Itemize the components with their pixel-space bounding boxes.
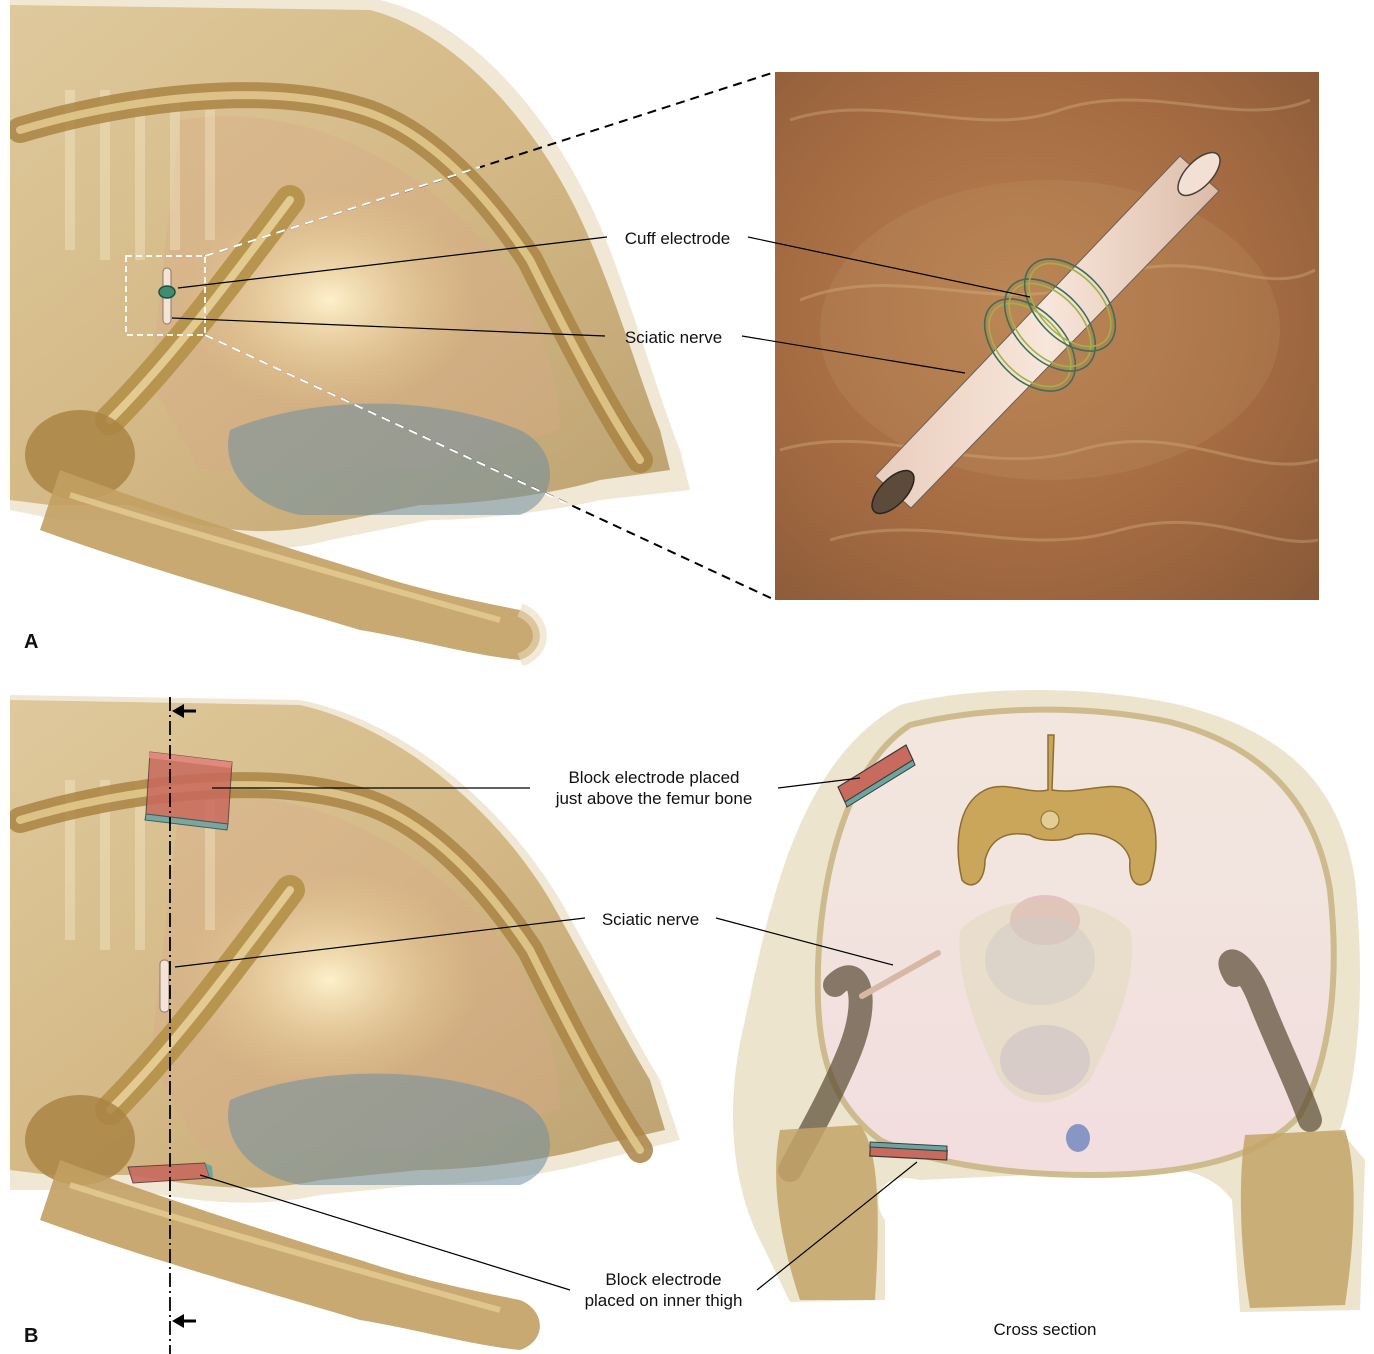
block-electrode-femur-model: [145, 752, 232, 830]
label-block-electrode-thigh: Block electrode placed on inner thigh: [570, 1269, 757, 1311]
panel-letter-a: A: [24, 631, 38, 654]
panel-letter-b: B: [24, 1325, 38, 1348]
label-cross-section: Cross section: [970, 1319, 1120, 1340]
panel-a-body-render: [10, 0, 690, 660]
label-block-thigh-line2: placed on inner thigh: [570, 1290, 757, 1311]
label-sciatic-nerve-a: Sciatic nerve: [605, 327, 742, 348]
label-block-thigh-line1: Block electrode: [570, 1269, 757, 1290]
label-block-femur-line1: Block electrode placed: [520, 767, 788, 788]
cross-section-render: [733, 690, 1365, 1312]
label-block-femur-line2: just above the femur bone: [520, 788, 788, 809]
cuff-electrode-model: [159, 286, 175, 298]
label-cuff-electrode: Cuff electrode: [607, 228, 748, 249]
sciatic-nerve-model-b: [160, 960, 169, 1012]
zoom-inset: [775, 72, 1319, 600]
section-arrow-bottom: [172, 1314, 196, 1328]
label-block-electrode-femur: Block electrode placed just above the fe…: [520, 767, 788, 809]
label-sciatic-nerve-b: Sciatic nerve: [585, 909, 716, 930]
